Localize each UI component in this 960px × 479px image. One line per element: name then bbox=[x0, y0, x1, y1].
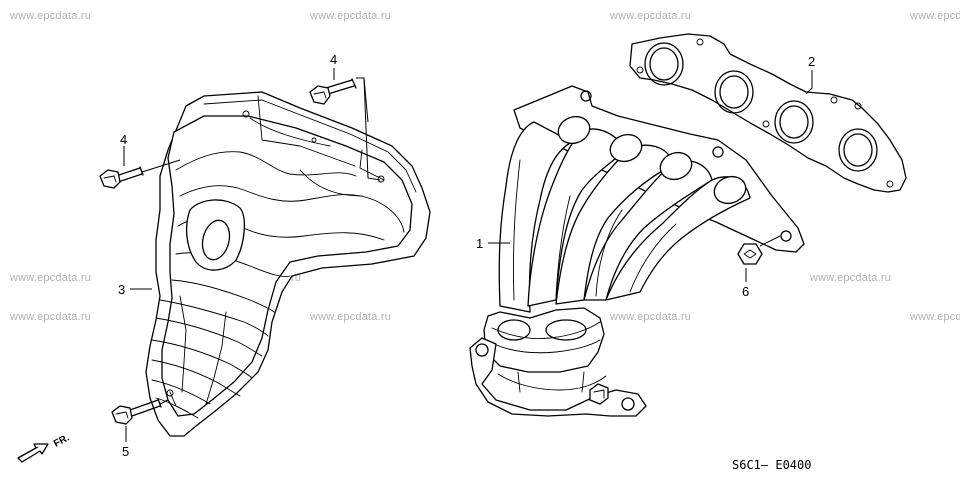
callout-4-left: 4 bbox=[120, 132, 128, 147]
watermark: www.epcdata.ru bbox=[910, 10, 960, 22]
watermark: www.epcdata.ru bbox=[310, 311, 392, 323]
watermark: www.epcdata.ru bbox=[310, 10, 392, 22]
exhaust-manifold-part-1 bbox=[469, 85, 805, 417]
callout-3: 3 bbox=[118, 282, 126, 297]
bolt-part-4-left bbox=[99, 166, 144, 189]
leader-lines bbox=[123, 68, 813, 442]
watermark: www.epcdata.ru bbox=[810, 272, 892, 284]
bolt-part-5 bbox=[111, 398, 162, 425]
watermark: www.epcdata.ru bbox=[910, 311, 960, 323]
front-direction-arrow-icon bbox=[17, 443, 49, 463]
heat-shield-part-3 bbox=[145, 91, 431, 437]
callout-4-upper: 4 bbox=[330, 52, 338, 67]
callout-6: 6 bbox=[742, 284, 750, 299]
nut-part-6 bbox=[737, 243, 763, 265]
callout-1: 1 bbox=[476, 236, 484, 251]
callout-2: 2 bbox=[808, 54, 816, 69]
watermark: www.epcdata.ru bbox=[10, 10, 92, 22]
watermark: www.epcdata.ru bbox=[610, 311, 692, 323]
bolt-part-4-upper bbox=[309, 78, 357, 105]
watermark: www.epcdata.ru bbox=[610, 10, 692, 22]
gasket-part-2 bbox=[629, 33, 907, 193]
callout-5: 5 bbox=[122, 444, 130, 459]
diagram-code: S6C1— E0400 bbox=[732, 458, 812, 472]
watermark: www.epcdata.ru bbox=[10, 272, 92, 284]
watermark: www.epcdata.ru bbox=[10, 311, 92, 323]
